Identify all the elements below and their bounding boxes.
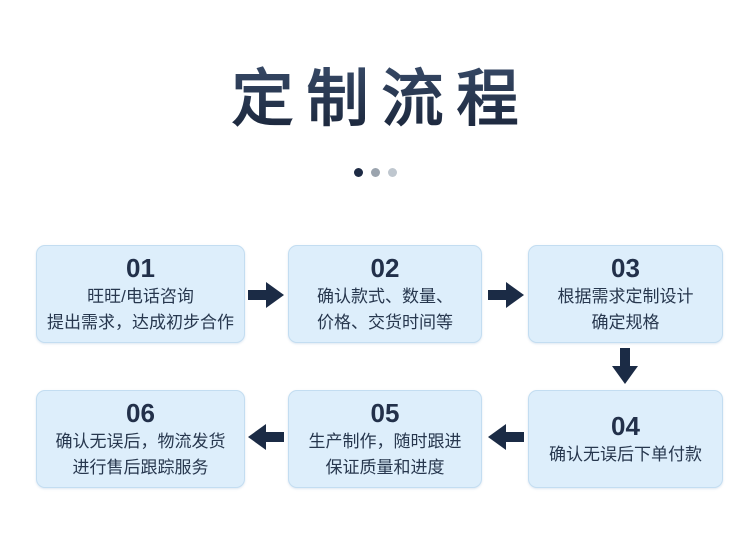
step-text-line: 确认无误后，物流发货 <box>55 432 226 451</box>
step-number: 03 <box>611 253 640 283</box>
arrow-left-icon <box>488 424 524 450</box>
step-box-03: 03 根据需求定制设计 确定规格 <box>528 245 723 343</box>
carousel-dots <box>0 168 750 177</box>
arrow-right-icon <box>488 282 524 308</box>
step-number: 06 <box>126 398 155 428</box>
step-box-06: 06 确认无误后，物流发货 进行售后跟踪服务 <box>36 390 245 488</box>
arrow-down-icon <box>612 348 638 384</box>
carousel-dot-active[interactable] <box>353 168 363 177</box>
step-box-02: 02 确认款式、数量、 价格、交货时间等 <box>288 245 482 343</box>
step-text-line: 根据需求定制设计 <box>557 287 694 306</box>
step-text-line: 提出需求，达成初步合作 <box>47 313 234 332</box>
step-text-line: 确定规格 <box>591 313 660 332</box>
step-number: 02 <box>370 253 400 283</box>
arrow-right-icon <box>248 282 284 308</box>
step-text-line: 进行售后跟踪服务 <box>72 458 209 477</box>
step-number: 04 <box>611 411 640 441</box>
step-text-line: 旺旺/电话咨询 <box>87 287 194 306</box>
carousel-dot[interactable] <box>387 168 397 177</box>
step-text-line: 价格、交货时间等 <box>317 313 453 332</box>
step-text-line: 生产制作，随时跟进 <box>308 432 462 451</box>
step-text-line: 确认款式、数量、 <box>317 287 453 306</box>
page-title: 定制流程 <box>0 48 750 138</box>
step-number: 01 <box>126 253 155 283</box>
arrow-left-icon <box>248 424 284 450</box>
step-box-05: 05 生产制作，随时跟进 保证质量和进度 <box>288 390 482 488</box>
step-text-line: 确认无误后下单付款 <box>549 445 702 464</box>
carousel-dot[interactable] <box>370 168 380 177</box>
step-box-01: 01 旺旺/电话咨询 提出需求，达成初步合作 <box>36 245 245 343</box>
step-number: 05 <box>370 398 400 428</box>
step-text-line: 保证质量和进度 <box>325 458 445 477</box>
step-box-04: 04 确认无误后下单付款 <box>528 390 723 488</box>
